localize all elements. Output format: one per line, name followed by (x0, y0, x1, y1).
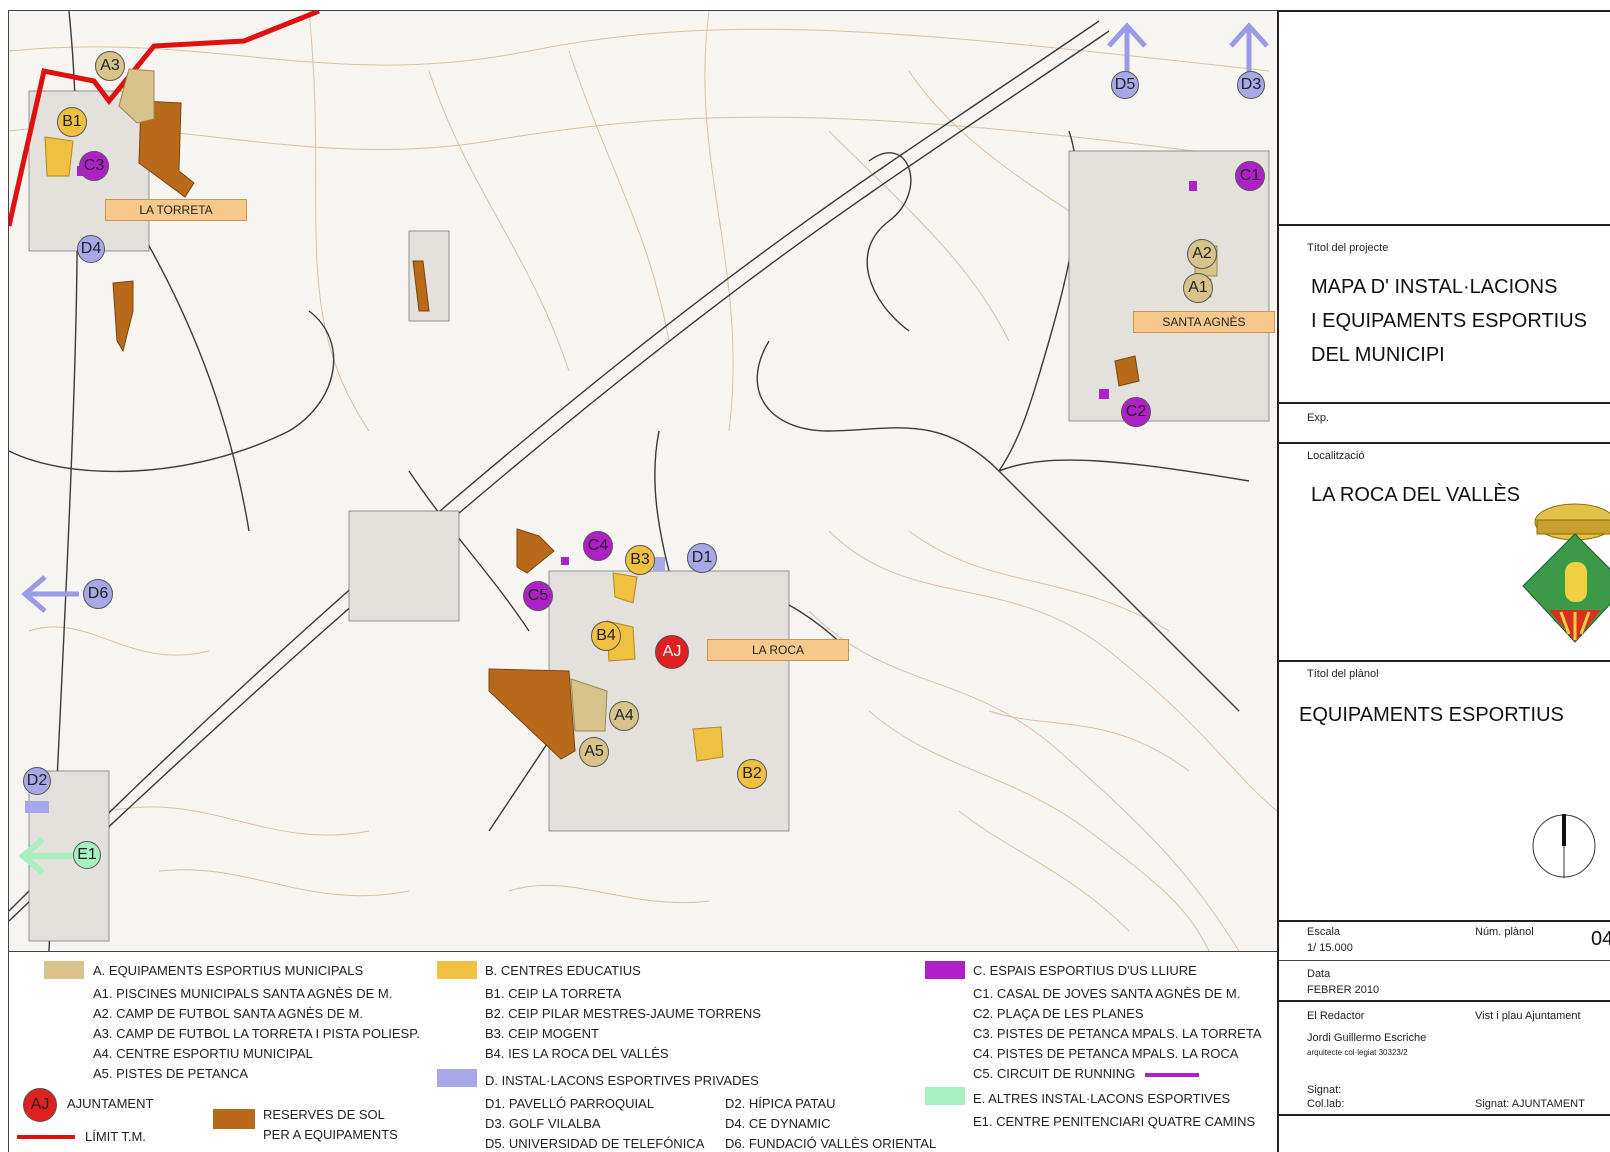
swatch-free-use (925, 961, 965, 979)
swatch-running-line (1145, 1073, 1199, 1077)
legend-reserves-line2: PER A EQUIPAMENTS (263, 1127, 398, 1142)
marker-d5[interactable]: D5 (1111, 71, 1139, 99)
legend-c-item: C3. PISTES DE PETANCA MPALS. LA TORRETA (973, 1026, 1262, 1041)
contour-lines (9, 11, 1277, 951)
marker-d4[interactable]: D4 (77, 235, 105, 263)
legend-aj-label: AJUNTAMENT (67, 1096, 154, 1111)
legend-d-item: D3. GOLF VILALBA (485, 1116, 601, 1131)
marker-b2[interactable]: B2 (737, 759, 767, 789)
swatch-educational (437, 961, 477, 979)
legend-b-title: B. CENTRES EDUCATIUS (485, 963, 641, 978)
project-line: MAPA D' INSTAL·LACIONS (1311, 276, 1558, 298)
place-label-la-roca: LA ROCA (707, 639, 849, 661)
swatch-reserves (213, 1109, 255, 1129)
signed-label: Signat: (1307, 1084, 1342, 1096)
marker-d1[interactable]: D1 (687, 543, 717, 573)
marker-c5[interactable]: C5 (523, 581, 553, 611)
legend-d-title: D. INSTAL·LACONS ESPORTIVES PRIVADES (485, 1073, 759, 1088)
legend-c-item: C5. CIRCUIT DE RUNNING (973, 1066, 1136, 1081)
legend-d-item: D5. UNIVERSIDAD DE TELEFÓNICA (485, 1136, 705, 1151)
legend-d-item: D6. FUNDACIÓ VALLÈS ORIENTAL (725, 1136, 937, 1151)
location-label: Localització (1307, 450, 1365, 462)
arrows (21, 22, 1269, 613)
collab-label: Col.lab: (1307, 1098, 1345, 1110)
marker-a4[interactable]: A4 (609, 701, 639, 731)
legend-b-item: B2. CEIP PILAR MESTRES-JAUME TORRENS (485, 1006, 761, 1021)
legend-d-item: D2. HÍPICA PATAU (725, 1096, 836, 1111)
author-label: El Redactor (1307, 1010, 1365, 1022)
swatch-private (437, 1069, 477, 1087)
coat-of-arms-icon (1522, 503, 1610, 643)
exp-label: Exp. (1307, 412, 1330, 424)
legend-aj-marker: AJ (23, 1088, 57, 1122)
marker-a5[interactable]: A5 (579, 737, 609, 767)
swatch-limit-line (17, 1135, 75, 1139)
marker-c3[interactable]: C3 (79, 151, 109, 181)
author-name: Jordi Guillermo Escriche (1307, 1032, 1427, 1044)
plan-title: EQUIPAMENTS ESPORTIUS (1299, 704, 1564, 726)
legend-d-item: D4. CE DYNAMIC (725, 1116, 831, 1131)
marker-b3[interactable]: B3 (625, 545, 655, 575)
scale-value: 1/ 15.000 (1307, 942, 1353, 954)
swatch-other (925, 1087, 965, 1105)
scale-label: Escala (1307, 926, 1341, 938)
plan-num-label: Núm. plànol (1475, 926, 1534, 938)
legend-a-item: A2. CAMP DE FUTBOL SANTA AGNÈS DE M. (93, 1006, 363, 1021)
marker-d2[interactable]: D2 (23, 767, 51, 795)
legend-d-item: D1. PAVELLÓ PARROQUIAL (485, 1096, 655, 1111)
legend-reserves-line1: RESERVES DE SOL (263, 1107, 385, 1122)
marker-a3[interactable]: A3 (95, 51, 125, 81)
municipal-limit-line (9, 11, 320, 227)
date-value: FEBRER 2010 (1307, 984, 1380, 996)
map-area[interactable]: LA TORRETA SANTA AGNÈS LA ROCA A3 B1 C3 … (8, 10, 1278, 952)
legend-limit-label: LÍMIT T.M. (85, 1129, 146, 1144)
legend-b-item: B4. IES LA ROCA DEL VALLÈS (485, 1046, 669, 1061)
place-label-la-torreta: LA TORRETA (105, 199, 247, 221)
marker-e1[interactable]: E1 (73, 841, 101, 869)
date-label: Data (1307, 968, 1331, 980)
marker-c4[interactable]: C4 (583, 531, 613, 561)
legend-c-title: C. ESPAIS ESPORTIUS D'US LLIURE (973, 963, 1197, 978)
project-label: Títol del projecte (1307, 242, 1389, 254)
author-title: arquitecte col·legiat 30323/2 (1307, 1048, 1408, 1057)
green-arrow (18, 836, 79, 876)
legend-a-item: A3. CAMP DE FUTBOL LA TORRETA I PISTA PO… (93, 1026, 420, 1041)
legend-c-item: C4. PISTES DE PETANCA MPALS. LA ROCA (973, 1046, 1239, 1061)
marker-d6[interactable]: D6 (83, 579, 113, 609)
title-block: Títol del projecte MAPA D' INSTAL·LACION… (1277, 10, 1610, 1152)
legend-b-item: B1. CEIP LA TORRETA (485, 986, 622, 1001)
legend: A. EQUIPAMENTS ESPORTIUS MUNICIPALS A1. … (8, 951, 1277, 1152)
plan-num-value: 04 (1591, 928, 1610, 950)
educational-areas (44, 136, 724, 762)
reserves-areas (112, 100, 1140, 760)
marker-c2[interactable]: C2 (1121, 397, 1151, 427)
legend-c-item: C1. CASAL DE JOVES SANTA AGNÈS DE M. (973, 986, 1241, 1001)
project-line: DEL MUNICIPI (1311, 344, 1445, 366)
project-line: I EQUIPAMENTS ESPORTIUS (1311, 310, 1587, 332)
private-areas (25, 557, 665, 813)
marker-b1[interactable]: B1 (57, 107, 87, 137)
marker-aj[interactable]: AJ (655, 635, 689, 669)
swatch-municipal (44, 961, 84, 979)
legend-e-title: E. ALTRES INSTAL·LACONS ESPORTIVES (973, 1091, 1231, 1106)
legend-a-item: A1. PISCINES MUNICIPALS SANTA AGNÈS DE M… (93, 986, 393, 1001)
signed-council: Signat: AJUNTAMENT (1475, 1098, 1585, 1110)
approval-label: Vist i plau Ajuntament (1475, 1010, 1581, 1022)
legend-a-title: A. EQUIPAMENTS ESPORTIUS MUNICIPALS (93, 963, 364, 978)
legend-b-item: B3. CEIP MOGENT (485, 1026, 599, 1041)
marker-d3[interactable]: D3 (1237, 71, 1265, 99)
marker-b4[interactable]: B4 (591, 621, 621, 651)
map-drawing (9, 11, 1277, 951)
place-label-santa-agnes: SANTA AGNÈS (1133, 311, 1275, 333)
marker-a2[interactable]: A2 (1187, 239, 1217, 269)
legend-c-item: C2. PLAÇA DE LES PLANES (973, 1006, 1144, 1021)
location-value: LA ROCA DEL VALLÈS (1311, 484, 1520, 506)
north-arrow-icon (1532, 814, 1596, 878)
marker-a1[interactable]: A1 (1183, 273, 1213, 303)
legend-a-item: A4. CENTRE ESPORTIU MUNICIPAL (93, 1046, 313, 1061)
legend-e-item: E1. CENTRE PENITENCIARI QUATRE CAMINS (973, 1114, 1256, 1129)
plan-label: Títol del plànol (1307, 668, 1379, 680)
marker-c1[interactable]: C1 (1235, 161, 1265, 191)
legend-a-item: A5. PISTES DE PETANCA (93, 1066, 249, 1081)
